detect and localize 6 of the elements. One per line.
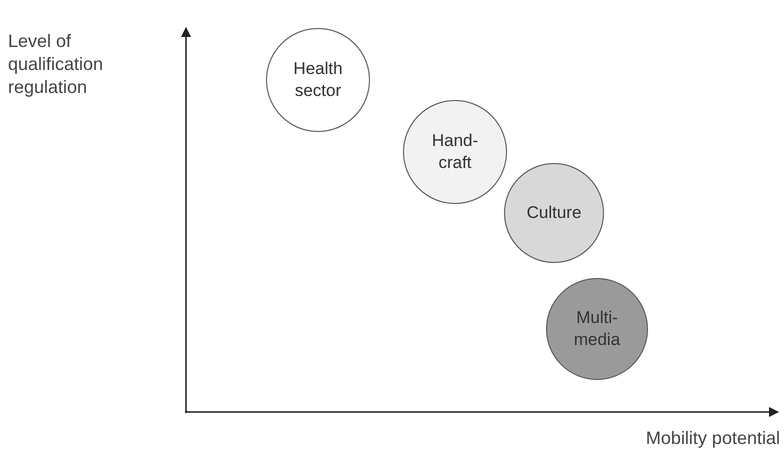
y-axis-title: Level of qualification regulation: [8, 30, 104, 99]
circle-label: Multi- media: [572, 307, 622, 351]
circle-label: Hand- craft: [430, 130, 480, 174]
x-axis-title: Mobility potential: [644, 427, 780, 450]
circle-label: Culture: [526, 202, 582, 224]
circle-label: Health sector: [292, 58, 344, 102]
